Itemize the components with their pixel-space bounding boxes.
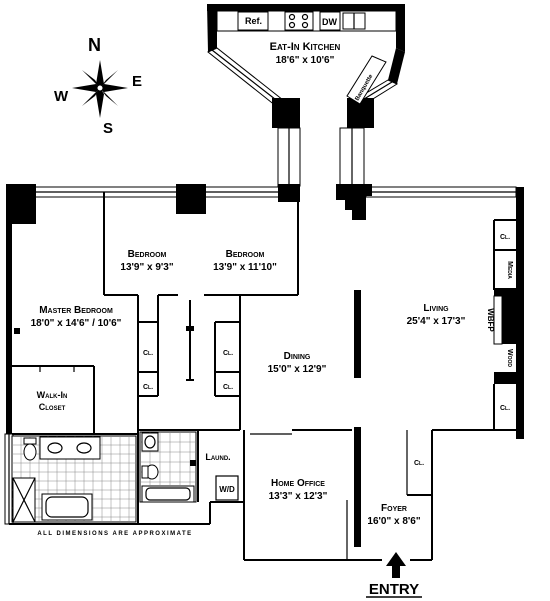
compass-rose-icon (72, 60, 128, 118)
entry-label: ENTRY (369, 581, 419, 598)
closet-label: Cl. (500, 234, 510, 241)
wbfp-label: WBFP (486, 308, 495, 332)
living-name: Living (423, 303, 449, 314)
foyer-name: Foyer (381, 503, 407, 514)
closet-label: Cl. (500, 405, 510, 412)
bedroom-2-dims: 13'9" x 11'10" (213, 262, 277, 273)
closet-label: Cl. (223, 350, 233, 357)
closet-label: Cl. (143, 350, 153, 357)
walk-in-closet-name-line1: Walk-In (37, 390, 68, 400)
home-office-name: Home Office (271, 478, 325, 489)
kitchen-walls (207, 4, 405, 187)
dimensions-note: All Dimensions Are Approximate (37, 531, 192, 537)
master-bath-fixtures (11, 435, 137, 523)
dishwasher-label: DW (322, 17, 337, 27)
compass-west-label: W (54, 88, 69, 105)
living-dims: 25'4" x 17'3" (407, 316, 466, 327)
foyer-dims: 16'0" x 8'6" (367, 516, 420, 527)
wood-label: Wood (506, 349, 513, 367)
entry-arrow-icon (386, 552, 406, 578)
closet-label: Cl. (143, 384, 153, 391)
bedroom-2-name: Bedroom (226, 249, 265, 260)
kitchen-dims: 18'6" x 10'6" (276, 55, 335, 66)
master-bedroom-dims: 18'0" x 14'6" / 10'6" (31, 318, 122, 329)
walk-in-closet-name-line2: Closet (39, 402, 66, 412)
refrigerator-label: Ref. (245, 16, 262, 26)
compass-north-label: N (88, 35, 101, 55)
dining-dims: 15'0" x 12'9" (268, 364, 327, 375)
compass-east-label: E (132, 73, 142, 90)
laundry-name: Laund. (205, 452, 230, 462)
media-label: Media (506, 261, 513, 279)
home-office-dims: 13'3" x 12'3" (269, 491, 328, 502)
hall-bath-fixtures (139, 431, 197, 503)
kitchen-name: Eat-In Kitchen (270, 41, 341, 53)
compass-south-label: S (103, 120, 113, 137)
washer-dryer-unit (215, 475, 239, 501)
washer-dryer-label: W/D (219, 485, 235, 494)
closet-label: Cl. (414, 460, 424, 467)
closet-label: Cl. (223, 384, 233, 391)
bedroom-1-name: Bedroom (128, 249, 167, 260)
dining-name: Dining (284, 351, 311, 362)
master-bedroom-name: Master Bedroom (39, 305, 113, 316)
interior-walls (12, 192, 516, 547)
bedroom-1-dims: 13'9" x 9'3" (120, 262, 173, 273)
